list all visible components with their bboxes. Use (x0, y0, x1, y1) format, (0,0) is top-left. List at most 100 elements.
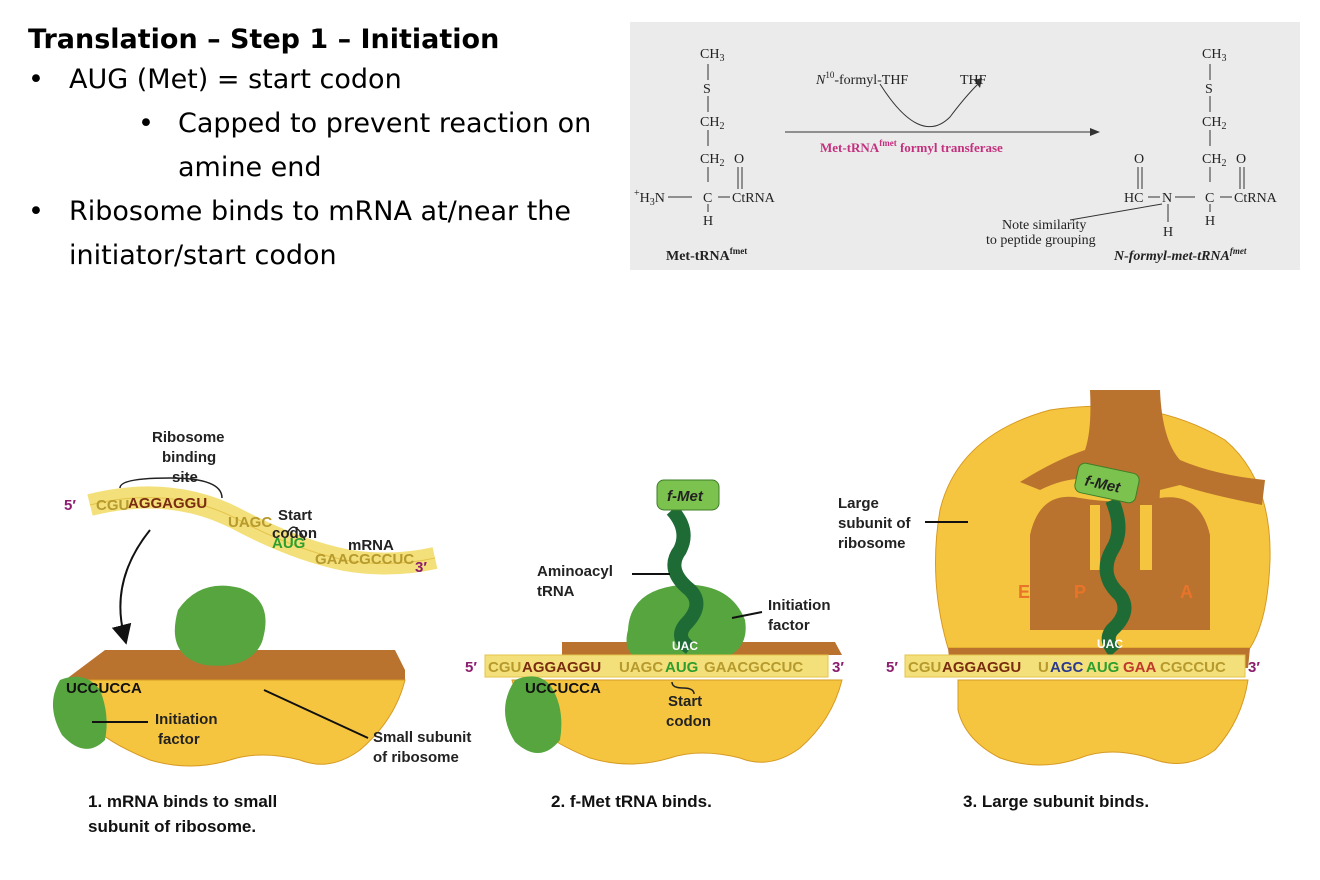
right-c: C (1205, 191, 1214, 206)
seq-spacer-2: UAGC (619, 659, 663, 676)
init-factor-label-1b: factor (158, 731, 200, 748)
formylation-reaction-figure: CH3 S CH2 CH2 O +H3N C CtRNA H Met-tRNAf… (630, 22, 1300, 270)
start-label-2a: Start (668, 693, 702, 710)
right-formyl-o: O (1134, 152, 1144, 167)
seq-cgu-2: CGU (488, 659, 521, 676)
mrna-label: mRNA (348, 537, 394, 554)
met-trna-label: Met-tRNAfmet (666, 246, 747, 264)
fmet-trna-3 (1099, 497, 1132, 657)
binding-arrow (111, 529, 151, 645)
slide-text: Translation – Step 1 – Initiation • AUG … (28, 22, 638, 278)
start-label-2: codon (272, 525, 317, 542)
five-prime-3: 5′ (886, 659, 898, 676)
site-e: E (1018, 582, 1030, 602)
initiation-factor-2b (505, 676, 562, 754)
bullet-2: • Capped to prevent reaction on amine en… (28, 102, 638, 190)
seq-rest-1: GAACGCCUC (315, 551, 414, 568)
five-prime-2: 5′ (465, 659, 477, 676)
initiation-factor-1 (52, 676, 107, 749)
left-amine: +H3N (634, 188, 665, 208)
formyl-met-trna-label: N-formyl-met-tRNAfmet (1113, 246, 1247, 264)
three-prime-3: 3′ (1248, 659, 1260, 676)
left-ch3: CH3 (700, 47, 724, 64)
right-n: N (1162, 191, 1172, 206)
initiation-factor-top-1 (174, 585, 266, 666)
seq-start-3: AUG (1086, 659, 1119, 676)
note-line-2: to peptide grouping (986, 233, 1096, 248)
left-ch2-2: CH2 (700, 152, 724, 169)
caption-3: 3. Large subunit binds. (963, 792, 1149, 811)
anti-sd-2: UCCUCCA (525, 680, 601, 697)
fmet-box-2 (656, 479, 720, 511)
right-ch3: CH3 (1202, 47, 1226, 64)
seq-cgu-3: CGU (908, 659, 941, 676)
seq-u-3: U (1038, 659, 1049, 676)
left-o: O (734, 152, 744, 167)
exit-tunnel (1020, 390, 1265, 530)
three-prime-2: 3′ (832, 659, 844, 676)
mrna-strand-2 (484, 654, 829, 678)
mrna-strand-3 (904, 654, 1246, 678)
small-subunit-1 (64, 679, 406, 767)
uac-label-2: UAC (672, 639, 698, 653)
right-nh: H (1163, 225, 1173, 240)
right-hc: HC (1124, 191, 1143, 206)
initiation-diagram: 5′ CGU AGGAGGU UAGC AUG GAACGCCUC 3′ mRN… (52, 390, 1271, 836)
large-subunit-label-a: Large (838, 495, 879, 512)
left-ch2-1: CH2 (700, 115, 724, 132)
bullet-3: • Ribosome binds to mRNA at/near the ini… (28, 190, 638, 278)
seq-gaa-3: GAA (1123, 659, 1157, 676)
small-subunit-top-1 (65, 650, 405, 680)
rbs-label-3: site (172, 469, 198, 486)
left-c: C (703, 191, 712, 206)
aminoacyl-label-a: Aminoacyl (537, 563, 613, 580)
seq-cgu-1: CGU (96, 497, 129, 514)
init-factor-label-2a: Initiation (768, 597, 831, 614)
caption-1a: 1. mRNA binds to small (88, 792, 277, 811)
init-factor-label-1a: Initiation (155, 711, 218, 728)
three-prime-1: 3′ (415, 559, 427, 576)
right-o: O (1236, 152, 1246, 167)
seq-sd-3: AGGAGGU (942, 659, 1021, 676)
seq-start-2: AUG (665, 659, 698, 676)
right-ch2-2: CH2 (1202, 152, 1226, 169)
site-p: P (1074, 582, 1086, 602)
note-line-1: Note similarity (1002, 218, 1086, 233)
enzyme-label: Met-tRNAfmet formyl transferase (820, 138, 1003, 155)
small-subunit-label-a: Small subunit (373, 729, 471, 746)
init-factor-label-2b: factor (768, 617, 810, 634)
caption-2: 2. f-Met tRNA binds. (551, 792, 712, 811)
small-subunit-label-b: of ribosome (373, 749, 459, 766)
panel-3: f-Met UAC E P A Large subunit of ribosom… (838, 390, 1271, 811)
site-a: A (1180, 582, 1193, 602)
start-label-2b: codon (666, 713, 711, 730)
seq-rest-2: GAACGCCUC (704, 659, 803, 676)
bullet-dot: • (28, 196, 44, 227)
left-s: S (703, 82, 711, 97)
small-subunit-2 (511, 679, 843, 765)
seq-start-1: AUG (272, 535, 305, 552)
right-ctrna: CtRNA (1234, 191, 1278, 206)
start-label-1: Start (278, 507, 312, 524)
panel-2: f-Met UAC Aminoacyl tRNA Initiation fact… (465, 479, 844, 811)
aminoacyl-label-b: tRNA (537, 583, 575, 600)
thf-label: THF (960, 73, 987, 88)
caption-1b: subunit of ribosome. (88, 817, 256, 836)
left-ctrna: CtRNA (732, 191, 776, 206)
slide-title: Translation – Step 1 – Initiation (28, 24, 500, 55)
seq-sd-2: AGGAGGU (522, 659, 601, 676)
bullet-dot: • (28, 64, 44, 95)
ribosome-sites (1030, 496, 1210, 630)
anti-sd-1: UCCUCCA (66, 680, 142, 697)
bullet-1: • AUG (Met) = start codon (28, 58, 638, 102)
seq-rest-3: CGCCUC (1160, 659, 1226, 676)
five-prime-1: 5′ (64, 497, 76, 514)
right-s: S (1205, 82, 1213, 97)
seq-agc-3: AGC (1050, 659, 1084, 676)
right-h: H (1205, 214, 1215, 229)
bullet-dot: • (138, 108, 154, 139)
large-subunit-label-c: ribosome (838, 535, 906, 552)
seq-sd-1: AGGAGGU (128, 495, 207, 512)
left-h: H (703, 214, 713, 229)
large-subunit-label-b: subunit of (838, 515, 911, 532)
